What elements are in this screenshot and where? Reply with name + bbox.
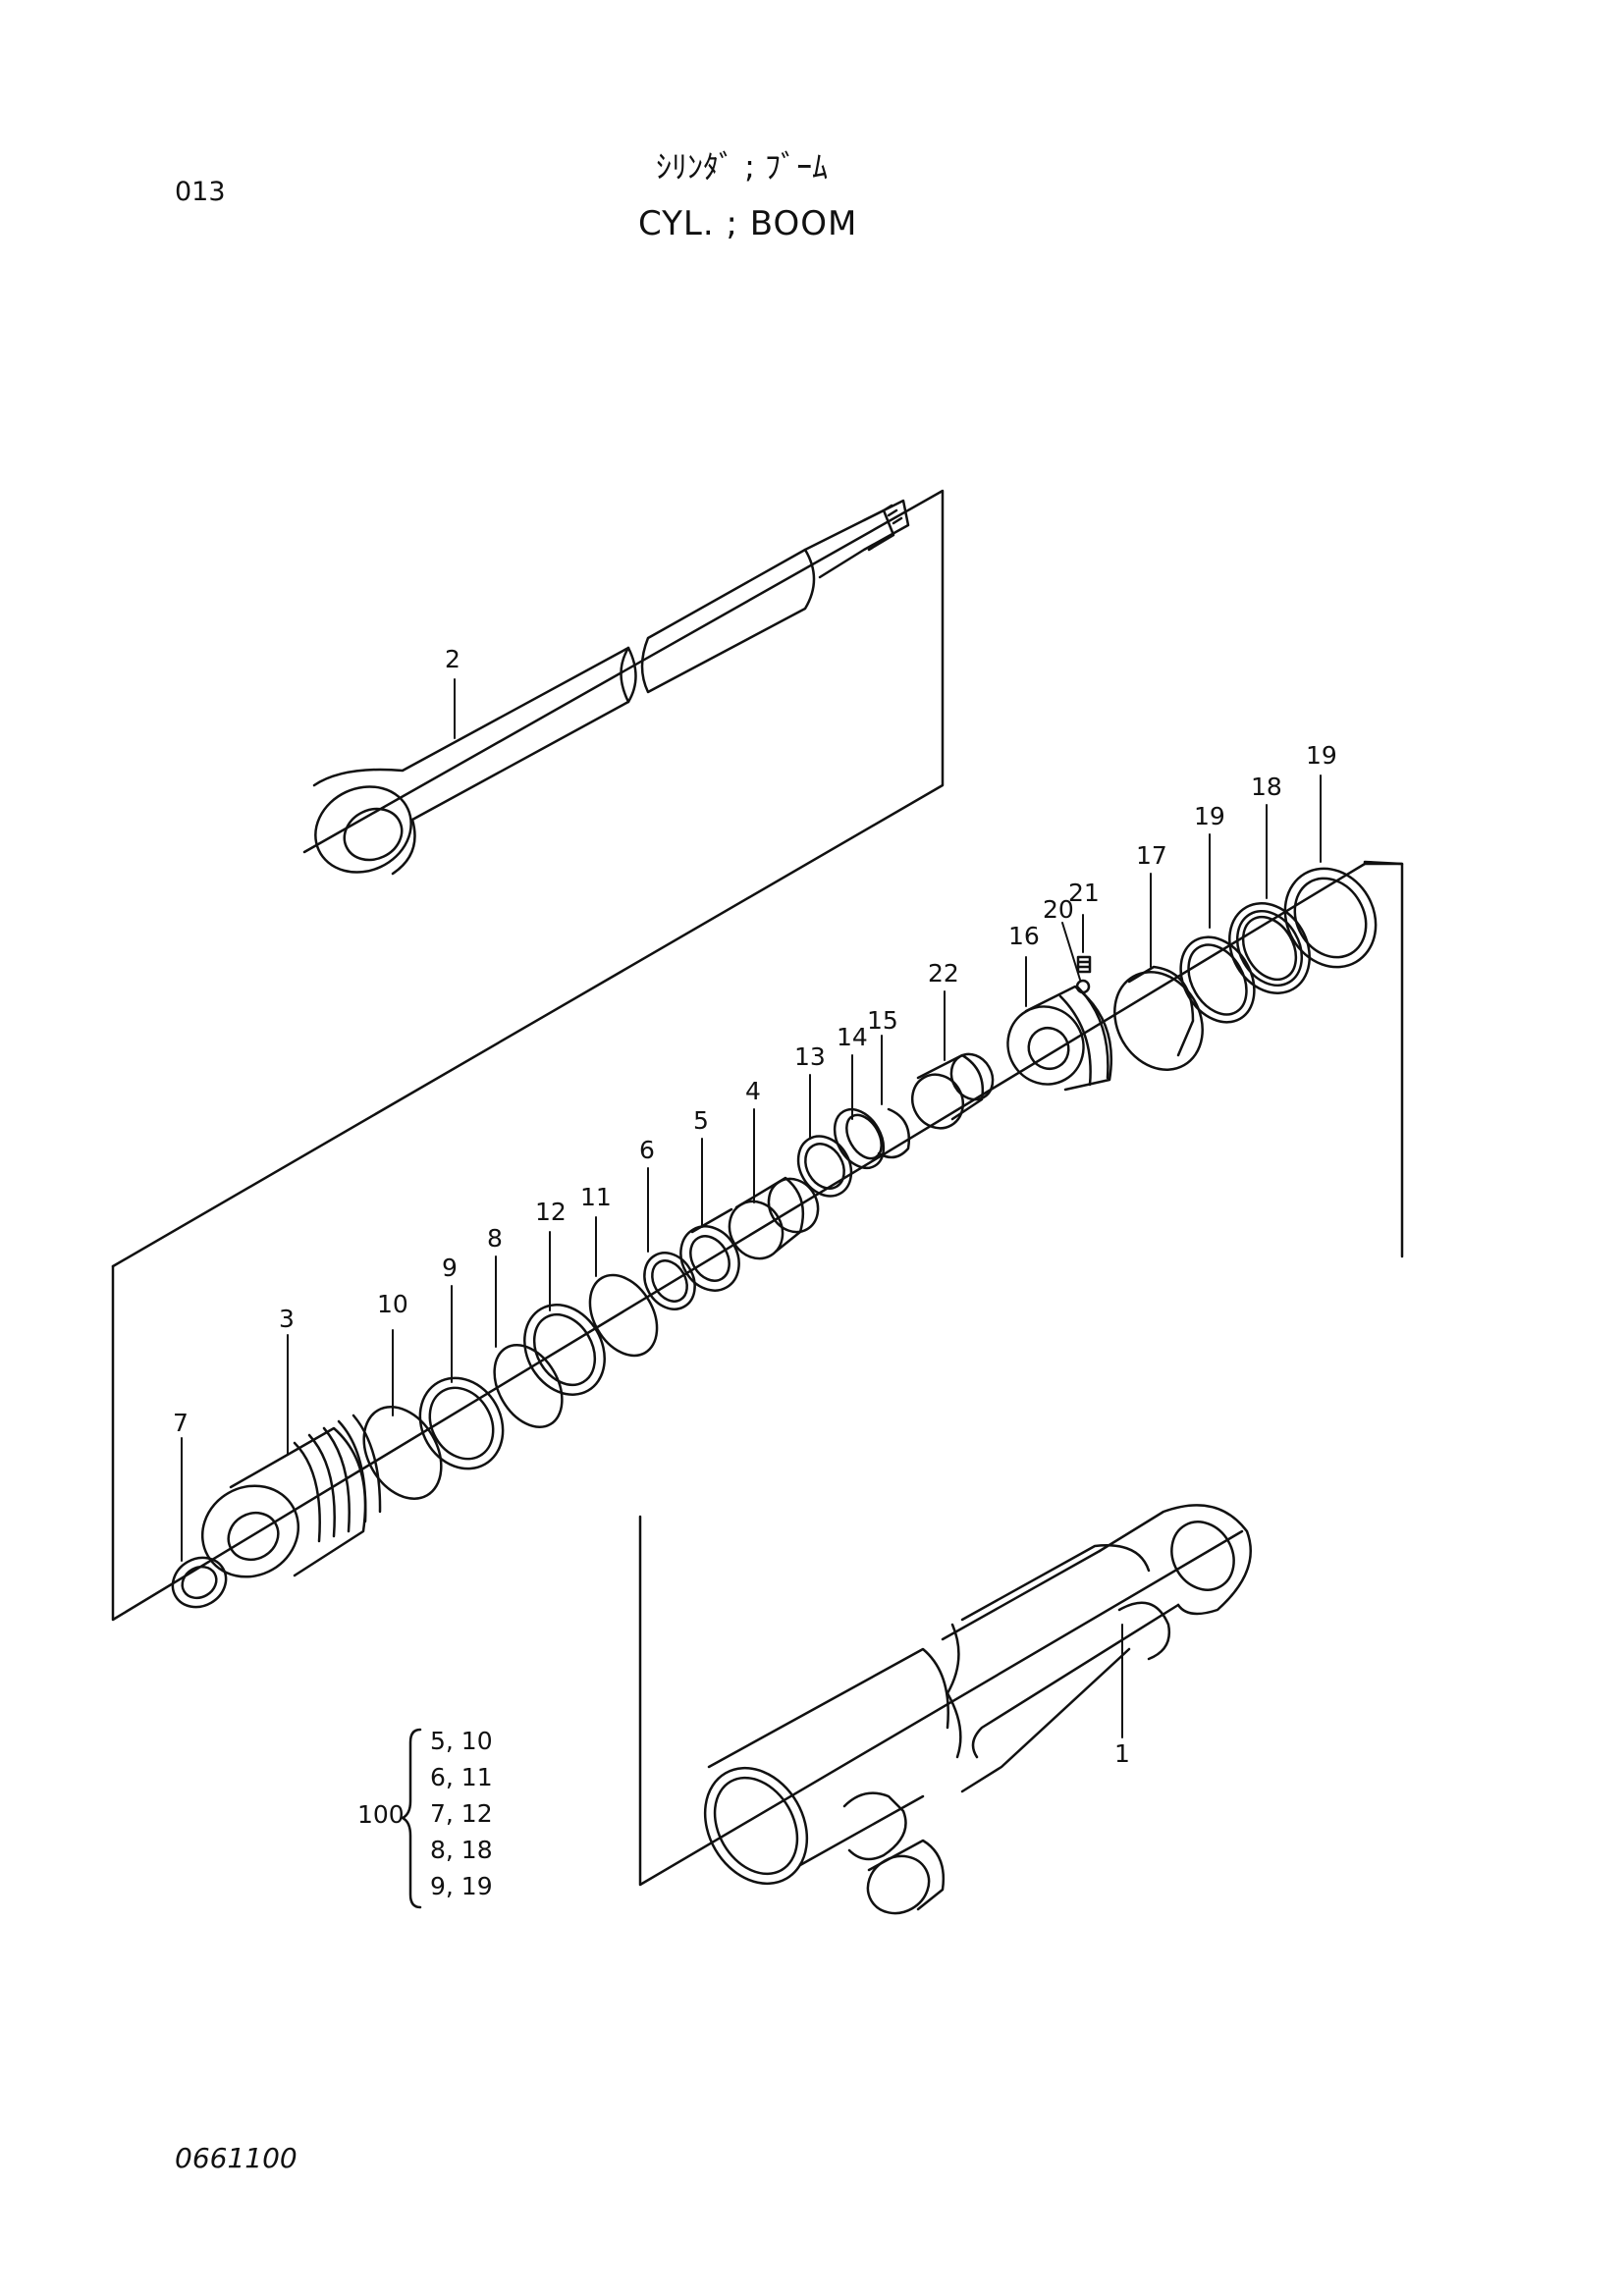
part-7-ring — [171, 1556, 228, 1609]
callout-11: 11 — [580, 1183, 612, 1211]
part-8-o-ring — [493, 1343, 564, 1429]
callout-labels: 2 3 7 10 9 8 12 11 6 5 4 13 14 15 22 16 … — [173, 645, 1337, 1768]
callout-16: 16 — [1008, 922, 1040, 950]
callout-18: 18 — [1251, 773, 1282, 801]
kit-row: 8, 18 — [430, 1836, 493, 1864]
callout-15: 15 — [867, 1006, 898, 1035]
part-17-ring — [1113, 965, 1204, 1071]
part-13-ring — [796, 1135, 853, 1198]
callout-5: 5 — [693, 1106, 709, 1135]
callout-8: 8 — [487, 1224, 503, 1253]
page-number: 013 — [175, 177, 226, 207]
callout-2: 2 — [445, 645, 460, 673]
part-11-o-ring — [588, 1273, 659, 1358]
callout-20: 20 — [1043, 895, 1074, 924]
part-19-ring-b — [1283, 867, 1378, 969]
callout-10: 10 — [377, 1290, 408, 1318]
part-18-ring — [1228, 902, 1311, 994]
part-3-cylinder-head — [200, 1414, 382, 1578]
kit-number: 100 — [357, 1800, 405, 1829]
part-22-collar — [910, 1052, 995, 1130]
kit-brace — [401, 1728, 422, 1909]
document-code: 0661100 — [175, 2142, 298, 2174]
callout-4: 4 — [745, 1077, 761, 1105]
rod-frame-line — [111, 489, 945, 1268]
callout-7: 7 — [173, 1409, 189, 1437]
kit-row: 7, 12 — [430, 1799, 493, 1828]
callout-3: 3 — [279, 1305, 295, 1333]
part-15-snap-ring — [877, 1107, 911, 1159]
part-12-ring — [523, 1304, 606, 1396]
callout-6: 6 — [639, 1136, 655, 1164]
kit-row: 6, 11 — [430, 1763, 493, 1791]
part-4-bushing — [728, 1176, 820, 1260]
part-1-cylinder-tube — [703, 1504, 1252, 1915]
part-10-o-ring — [362, 1406, 443, 1500]
part-20-ball — [1075, 979, 1091, 994]
callout-9: 9 — [442, 1254, 458, 1282]
callout-21: 21 — [1068, 879, 1100, 907]
title-japanese: ｼﾘﾝﾀﾞ ; ﾌﾞｰﾑ — [656, 148, 829, 186]
callout-12: 12 — [535, 1198, 567, 1226]
part-19-ring-a — [1179, 935, 1256, 1024]
part-14-ring — [833, 1107, 886, 1170]
part-6-ring — [643, 1252, 696, 1310]
callout-19b: 19 — [1306, 741, 1337, 770]
leader-lines — [181, 678, 1322, 1738]
kit-list: 5, 10 6, 11 7, 12 8, 18 9, 19 — [430, 1723, 493, 1904]
piston-rod — [312, 499, 910, 876]
part-21-set-screw — [1076, 955, 1092, 974]
callout-1: 1 — [1114, 1739, 1130, 1768]
callout-22: 22 — [928, 959, 959, 988]
callout-17: 17 — [1136, 841, 1167, 870]
kit-row: 9, 19 — [430, 1872, 493, 1900]
part-9-ring — [418, 1376, 505, 1470]
callout-13: 13 — [794, 1042, 826, 1071]
part-16-piston — [1006, 985, 1113, 1092]
title-english: CYL. ; BOOM — [638, 204, 858, 243]
callout-14: 14 — [837, 1023, 868, 1051]
part-5-ring — [679, 1207, 740, 1292]
callout-19a: 19 — [1194, 802, 1225, 830]
kit-row: 5, 10 — [430, 1727, 493, 1755]
tube-frame-line — [638, 1515, 1244, 1887]
